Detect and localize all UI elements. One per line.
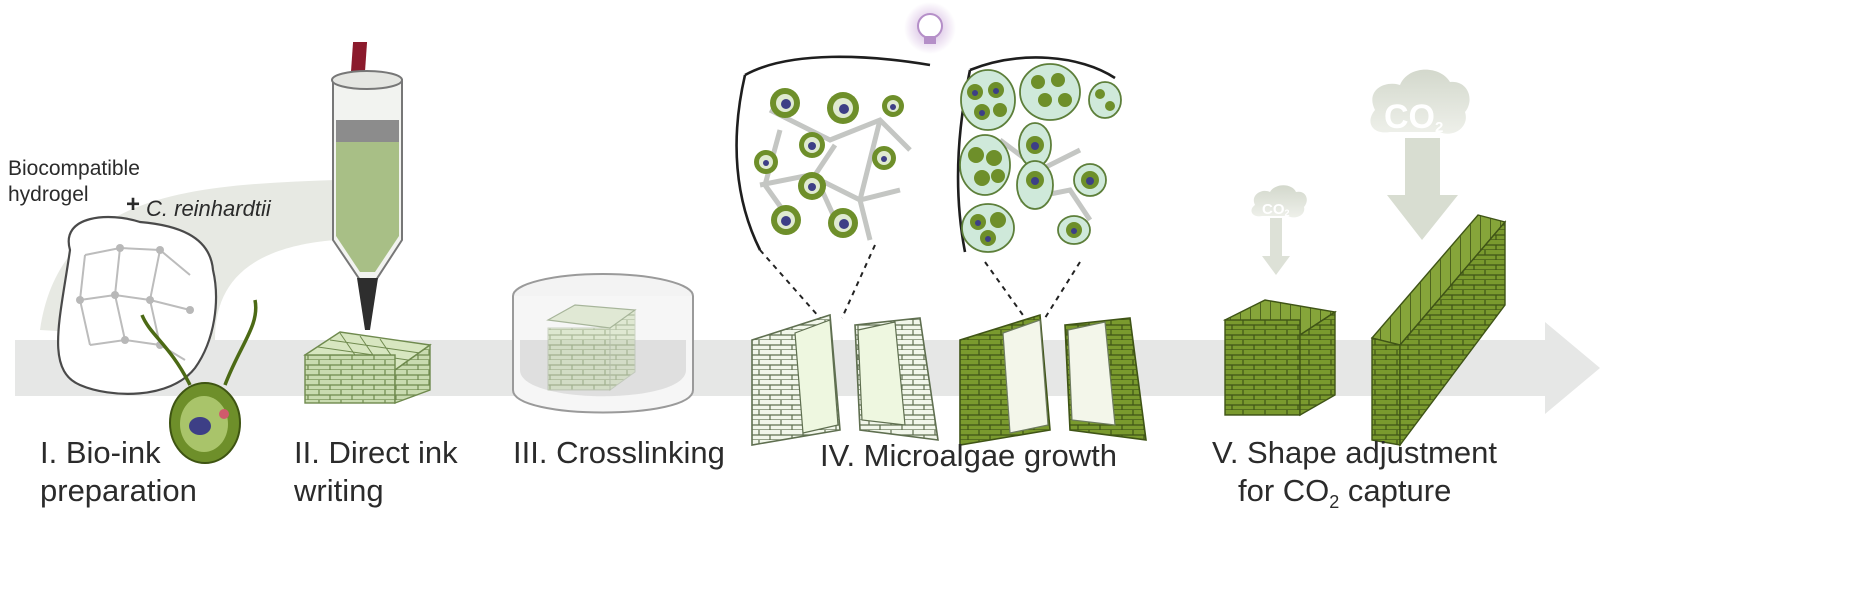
dark-cube xyxy=(1222,299,1337,417)
species-label: C. reinhardtii xyxy=(146,196,271,221)
lightbulb-icon xyxy=(904,2,956,54)
step-4-label: IV. Microalgae growth xyxy=(820,438,1117,473)
crosslinking-bath xyxy=(512,273,694,414)
dark-wall xyxy=(1370,214,1507,448)
step-2-label: II. Direct ink writing xyxy=(294,435,458,508)
step-3-label: III. Crosslinking xyxy=(513,435,725,470)
co2-small-text: CO2 xyxy=(1262,201,1290,218)
co2-cloud-icon-large: CO2 xyxy=(1370,69,1470,240)
zoom-guides xyxy=(759,244,1081,319)
algae-cell-icon xyxy=(140,299,258,464)
step-1-label: I. Bio-ink preparation xyxy=(40,435,197,508)
split-block-dark-right xyxy=(1064,317,1147,441)
split-block-light-right xyxy=(854,317,939,441)
zoom-network-sparse xyxy=(754,88,912,241)
step-5-label: V. Shape adjustment for CO2 capture xyxy=(1212,435,1497,513)
co2-large-text: CO2 xyxy=(1384,98,1443,136)
syringe-icon xyxy=(331,42,403,330)
split-block-dark-left xyxy=(959,313,1051,446)
plus-sign: + xyxy=(126,191,141,218)
printed-lattice-block xyxy=(303,331,432,405)
zoom-outline-left xyxy=(735,55,931,251)
zoom-network-dense xyxy=(959,63,1122,253)
hydrogel-label: Biocompatible hydrogel xyxy=(8,157,140,206)
co2-cloud-icon: CO2 xyxy=(1251,185,1307,275)
split-block-light-left xyxy=(751,313,841,446)
hydrogel-network-icon xyxy=(56,216,218,395)
